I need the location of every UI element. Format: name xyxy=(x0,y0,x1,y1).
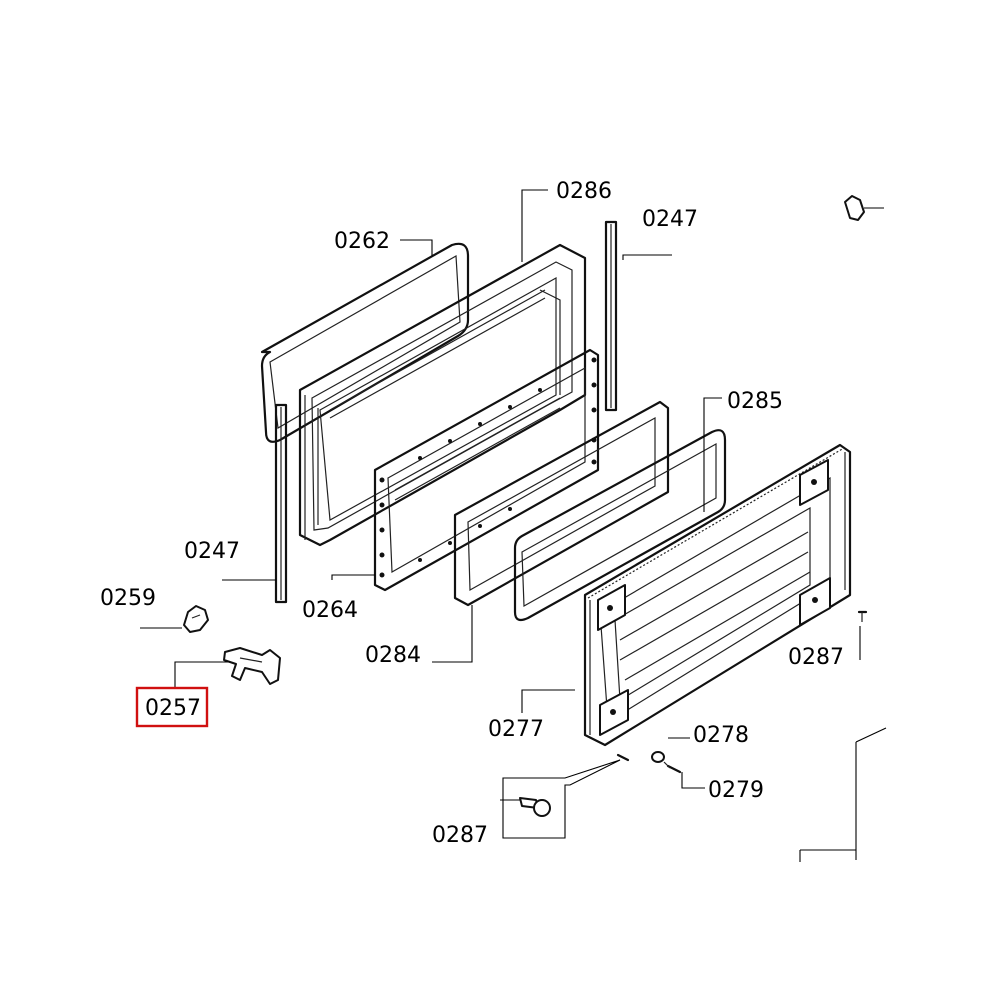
label-0277[interactable]: 0277 xyxy=(488,717,544,742)
frame-0286[interactable] xyxy=(298,243,587,547)
screw-0287-right[interactable] xyxy=(857,610,868,622)
screw-detail-0287[interactable] xyxy=(502,759,621,839)
screw-0279[interactable] xyxy=(663,761,682,774)
label-0279[interactable]: 0279 xyxy=(708,778,764,803)
seal-strip-0247-left[interactable] xyxy=(274,403,288,604)
small-screw[interactable] xyxy=(616,753,630,762)
highlight-box-0257 xyxy=(135,686,209,728)
clip-0259[interactable] xyxy=(183,605,209,633)
clip-top-right[interactable] xyxy=(844,195,884,221)
part-labels: 0286 0247 0262 0285 0247 0259 0264 0284 … xyxy=(100,179,844,848)
holder-0264[interactable] xyxy=(373,348,600,592)
label-0259[interactable]: 0259 xyxy=(100,586,156,611)
holder-screw-holes xyxy=(379,357,597,578)
leader-lines xyxy=(140,189,861,801)
frame-0277[interactable] xyxy=(583,443,852,747)
seal-strip-0247-top[interactable] xyxy=(604,220,618,412)
label-0287-bottom[interactable]: 0287 xyxy=(432,823,488,848)
label-0286[interactable]: 0286 xyxy=(556,179,612,204)
bushing-0278[interactable] xyxy=(651,751,665,763)
label-0287-right[interactable]: 0287 xyxy=(788,645,844,670)
label-0247-top[interactable]: 0247 xyxy=(642,207,698,232)
label-0285[interactable]: 0285 xyxy=(727,389,783,414)
label-0278[interactable]: 0278 xyxy=(693,723,749,748)
label-0284[interactable]: 0284 xyxy=(365,643,421,668)
hinge-bracket xyxy=(597,459,831,736)
glass-0284[interactable] xyxy=(453,400,670,607)
label-0262[interactable]: 0262 xyxy=(334,229,390,254)
label-0257[interactable]: 0257 xyxy=(145,696,201,721)
label-0264[interactable]: 0264 xyxy=(302,598,358,623)
seal-0285[interactable] xyxy=(513,429,727,622)
lever-0257[interactable] xyxy=(223,647,281,685)
label-0247-left[interactable]: 0247 xyxy=(184,539,240,564)
partial-assembly-outline xyxy=(799,727,887,862)
seal-0262[interactable] xyxy=(260,242,470,443)
